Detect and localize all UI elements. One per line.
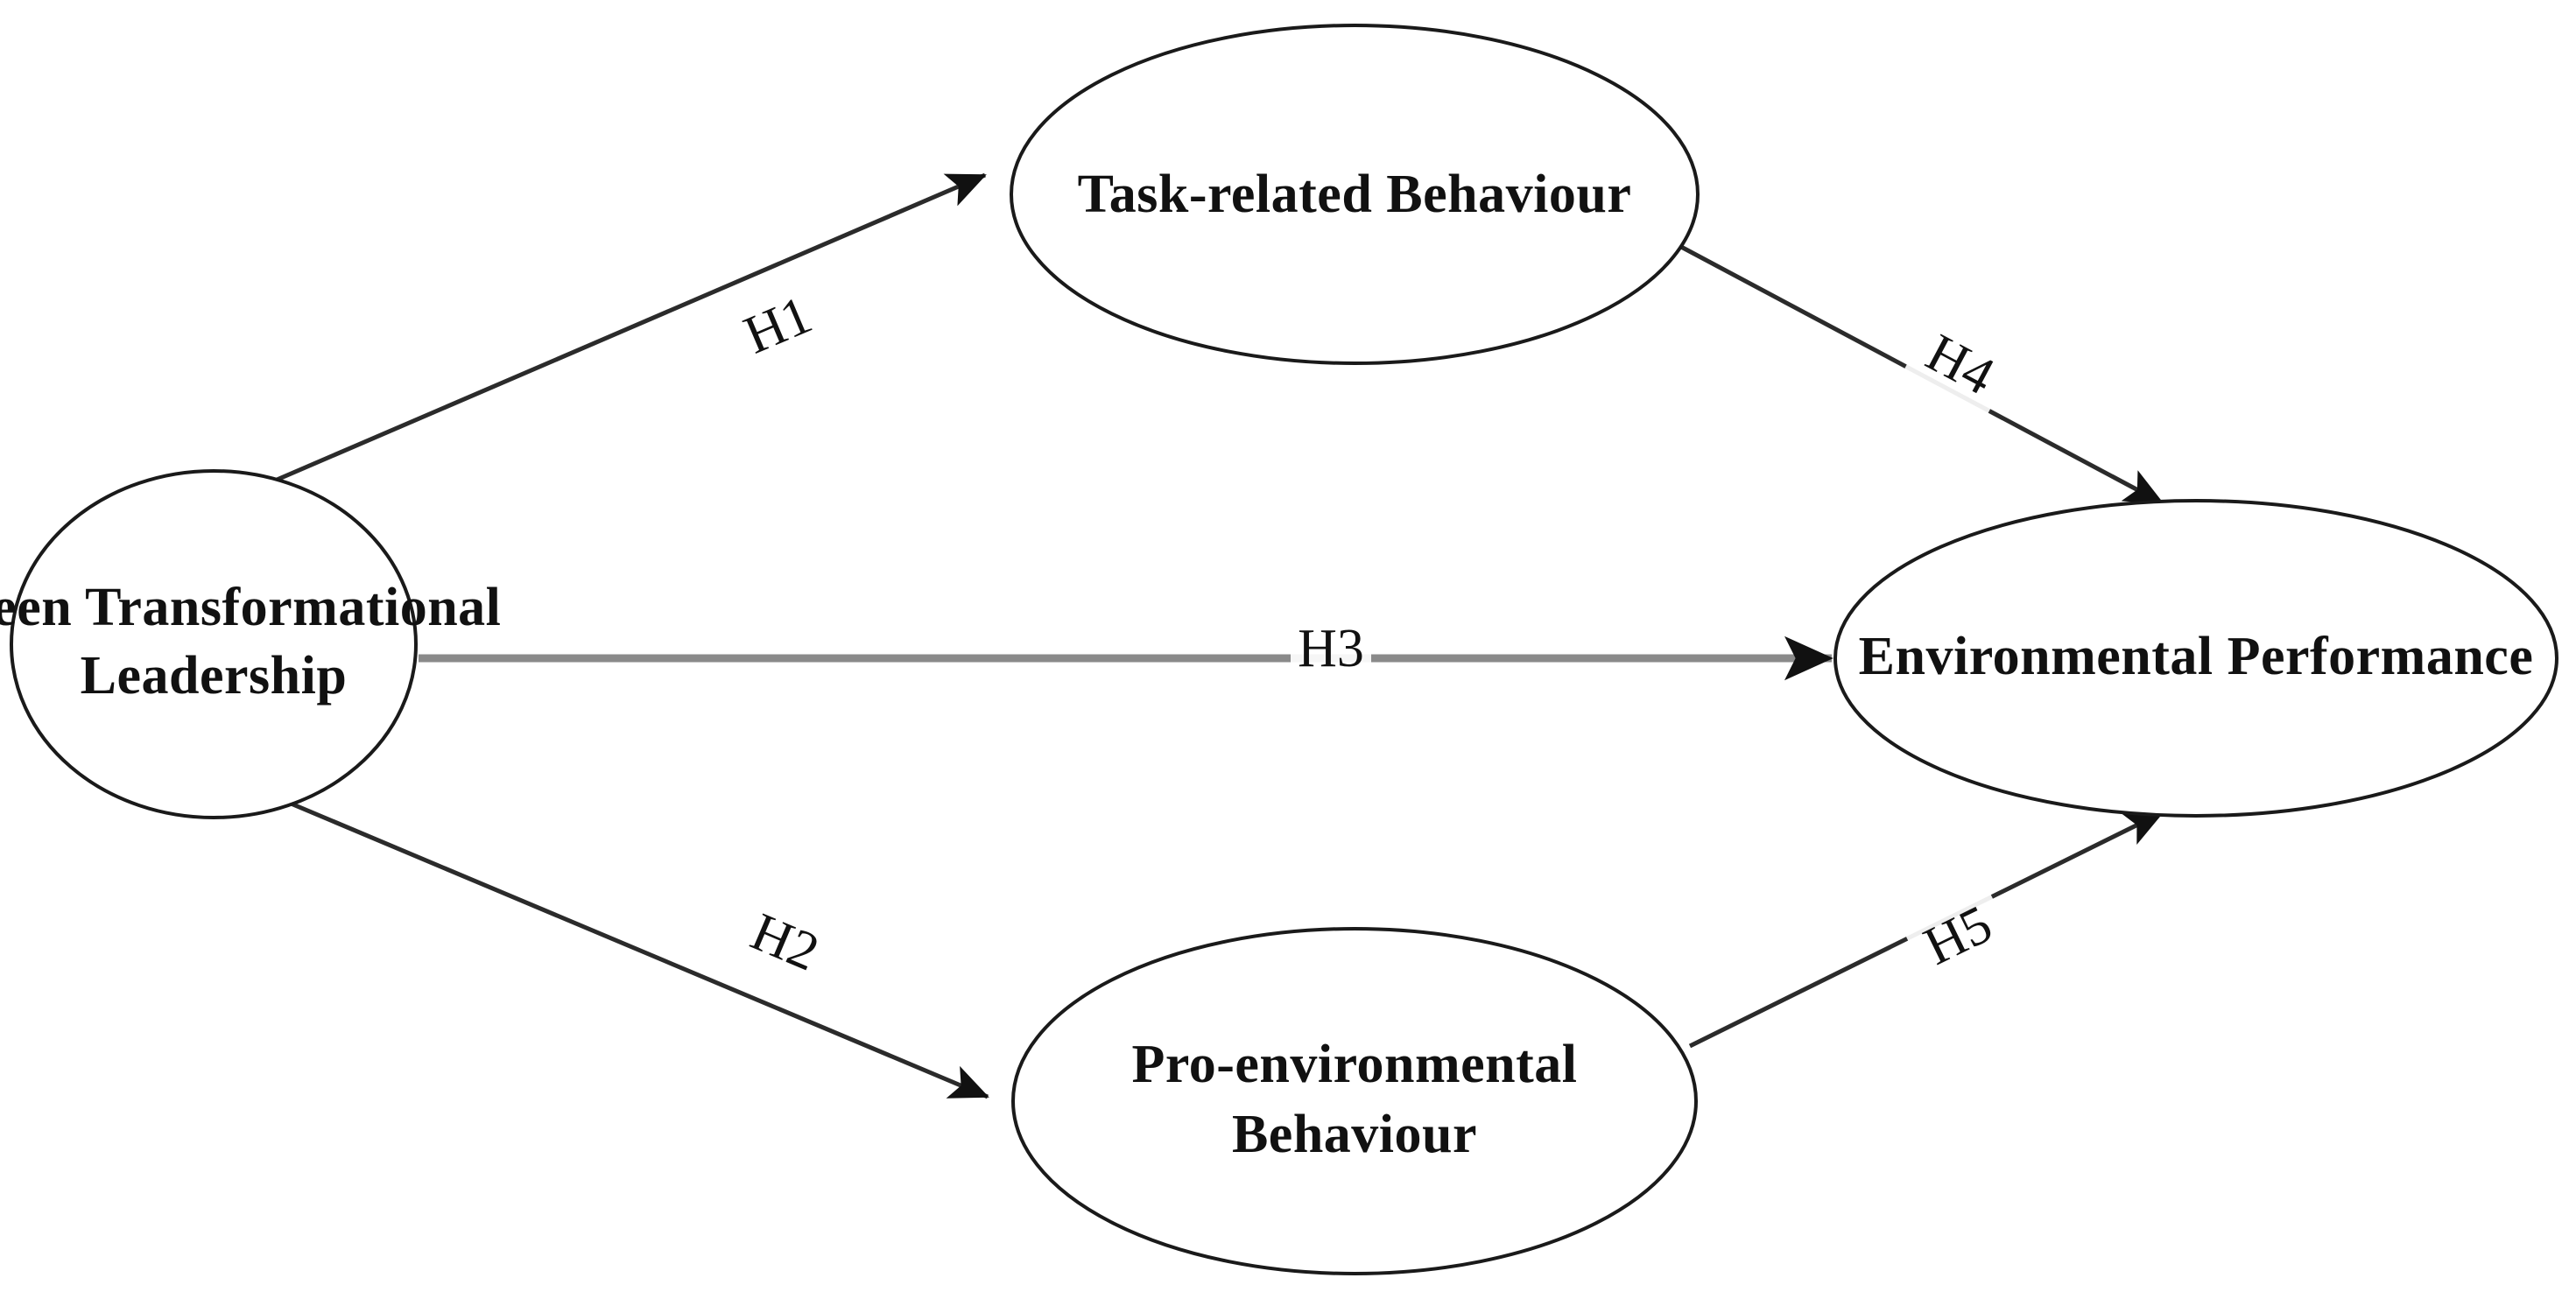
edge-h5-label-group: H5 [1900, 882, 2019, 994]
edge-h3-label: H3 [1298, 619, 1364, 678]
edge-h4[interactable]: H4 [1679, 244, 2164, 506]
node-peb-ellipse [1011, 927, 1698, 1275]
edge-h4-label-group: H4 [1898, 311, 2019, 425]
node-gtl-label-line2: Leadership [81, 646, 348, 706]
edges-layer: H1 H2 H3 [262, 172, 2164, 1099]
node-green-transformational-leadership[interactable]: Green Transformational Leadership [0, 469, 501, 819]
edge-h3-label-group: H3 [1291, 610, 1371, 694]
edge-h2-label-backdrop [726, 892, 841, 999]
node-gtl-label-line1: Green Transformational [0, 578, 501, 637]
edge-h2-line [278, 796, 989, 1099]
edge-h3[interactable]: H3 [419, 610, 1833, 694]
edge-h2-label-group: H2 [726, 892, 841, 999]
node-trb-label-line1: Task-related Behaviour [1078, 165, 1632, 224]
node-peb-label-line2: Behaviour [1232, 1105, 1477, 1164]
node-trb-ellipse [1010, 24, 1700, 365]
edge-h1-label-group: H1 [721, 275, 837, 382]
edge-h5[interactable]: H5 [1688, 810, 2164, 1049]
nodes-layer: Green Transformational Leadership Task-r… [0, 24, 2558, 1275]
edge-h1[interactable]: H1 [262, 172, 987, 488]
node-peb-label-line1: Pro-environmental [1131, 1035, 1577, 1094]
node-ep-label-line1: Environmental Performance [1859, 627, 2534, 686]
edge-h5-label-backdrop [1900, 882, 2019, 994]
edge-h1-label-backdrop [721, 275, 837, 382]
edge-h2[interactable]: H2 [278, 796, 989, 1099]
node-pro-environmental-behaviour[interactable]: Pro-environmental Behaviour [1011, 927, 1698, 1275]
node-ep-ellipse [1833, 499, 2558, 818]
edge-h3-label-backdrop [1291, 610, 1371, 694]
node-task-related-behaviour[interactable]: Task-related Behaviour [1010, 24, 1700, 365]
node-environmental-performance[interactable]: Environmental Performance [1833, 499, 2558, 818]
node-gtl-ellipse [10, 469, 418, 819]
edge-h4-label-backdrop [1898, 311, 2019, 425]
edge-h1-line [262, 172, 987, 488]
